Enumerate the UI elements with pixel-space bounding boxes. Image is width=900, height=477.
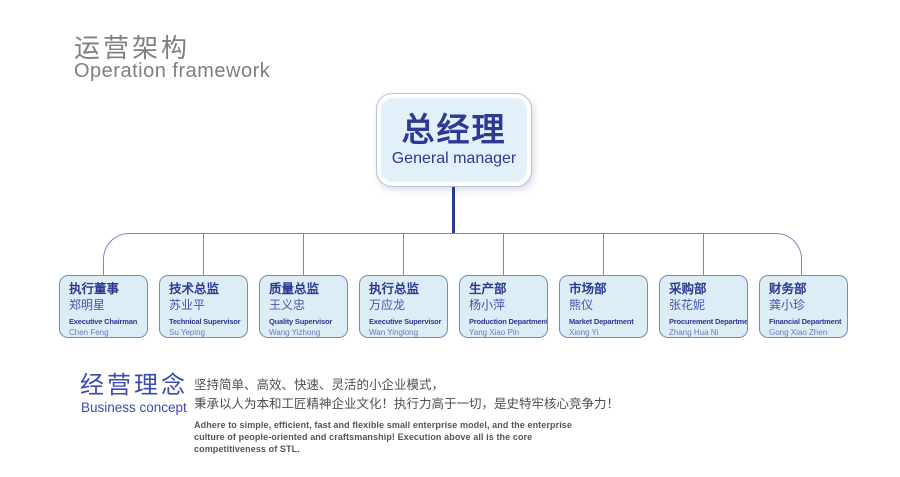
dept-title-en: Market Department (569, 316, 634, 326)
connector-drop-line (503, 233, 504, 275)
dept-name-en: Gong Xiao Zhen (769, 328, 828, 338)
dept-title-en: Quality Supervisor (269, 316, 333, 326)
concept-statement-cn: 坚持简单、高效、快速、灵活的小企业模式， 秉承以人为本和工匠精神企业文化！执行力… (194, 376, 674, 414)
dept-node-production-department: 生产部 杨小萍 Production Department Yang Xiao … (459, 275, 548, 338)
dept-name-en: Zhang Hua Ni (669, 328, 719, 338)
page-title-cn: 运营架构 (74, 33, 191, 63)
dept-node-executive-chairman: 执行董事 郑明星 Executive Chairman Chen Feng (59, 275, 148, 338)
dept-title-cn: 技术总监 (169, 282, 220, 296)
dept-name-cn: 熊仪 (569, 297, 594, 312)
dept-name-cn: 苏业平 (169, 297, 206, 312)
connector-drop-line (703, 233, 704, 275)
connector-stem-line (452, 187, 455, 234)
dept-title-en: Financial Department (769, 316, 842, 326)
connector-bracket-line (103, 233, 802, 275)
general-manager-node: 总经理 General manager (376, 93, 532, 187)
dept-title-cn: 质量总监 (269, 282, 320, 296)
dept-title-en: Procurement Department (669, 316, 748, 326)
dept-name-en: Wan Yinglong (369, 328, 419, 338)
dept-name-cn: 杨小萍 (469, 297, 506, 312)
dept-title-en: Executive Chairman (69, 316, 138, 326)
dept-title-cn: 市场部 (569, 282, 607, 296)
dept-name-en: Wang Yizhong (269, 328, 321, 338)
dept-name-en: Yang Xiao Pin (469, 328, 520, 338)
dept-name-en: Xiong Yi (569, 328, 599, 338)
dept-name-cn: 郑明星 (69, 297, 106, 312)
connector-drop-line (603, 233, 604, 275)
dept-name-cn: 张花妮 (669, 297, 706, 312)
dept-title-en: Technical Supervisor (169, 316, 241, 326)
dept-name-cn: 龚小珍 (769, 297, 806, 312)
dept-name-cn: 万应龙 (369, 297, 406, 312)
page-title-en: Operation framework (74, 60, 271, 82)
dept-node-executive-supervisor: 执行总监 万应龙 Executive Supervisor Wan Yinglo… (359, 275, 448, 338)
dept-name-en: Chen Feng (69, 328, 109, 338)
dept-title-en: Executive Supervisor (369, 316, 442, 326)
concept-title-cn: 经营理念 (80, 372, 188, 399)
dept-name-en: Su Yeping (169, 328, 206, 338)
dept-title-en: Production Department (469, 316, 548, 326)
concept-statement-en: Adhere to simple, efficient, fast and fl… (194, 420, 573, 454)
dept-title-cn: 生产部 (469, 282, 507, 296)
concept-statement-line1: 坚持简单、高效、快速、灵活的小企业模式， (194, 378, 445, 392)
dept-title-cn: 执行总监 (369, 282, 420, 296)
general-manager-title-cn: 总经理 (401, 111, 507, 148)
dept-node-technical-supervisor: 技术总监 苏业平 Technical Supervisor Su Yeping (159, 275, 248, 338)
dept-node-procurement-department: 采购部 张花妮 Procurement Department Zhang Hua… (659, 275, 748, 338)
dept-name-cn: 王义忠 (269, 297, 306, 312)
connector-drop-line (403, 233, 404, 275)
dept-title-cn: 采购部 (669, 282, 707, 296)
general-manager-title-en: General manager (391, 150, 517, 167)
dept-title-cn: 财务部 (769, 282, 807, 296)
concept-title-en: Business concept (81, 400, 187, 415)
dept-node-market-department: 市场部 熊仪 Market Department Xiong Yi (559, 275, 648, 338)
connector-drop-line (203, 233, 204, 275)
dept-node-quality-supervisor: 质量总监 王义忠 Quality Supervisor Wang Yizhong (259, 275, 348, 338)
connector-drop-line (303, 233, 304, 275)
general-manager-node-inner: 总经理 General manager (381, 98, 527, 182)
dept-node-financial-department: 财务部 龚小珍 Financial Department Gong Xiao Z… (759, 275, 848, 338)
department-row: 执行董事 郑明星 Executive Chairman Chen Feng 技术… (59, 275, 848, 338)
concept-statement-line2: 秉承以人为本和工匠精神企业文化！执行力高于一切，是史特牢核心竞争力！ (194, 397, 620, 411)
dept-title-cn: 执行董事 (69, 282, 120, 296)
